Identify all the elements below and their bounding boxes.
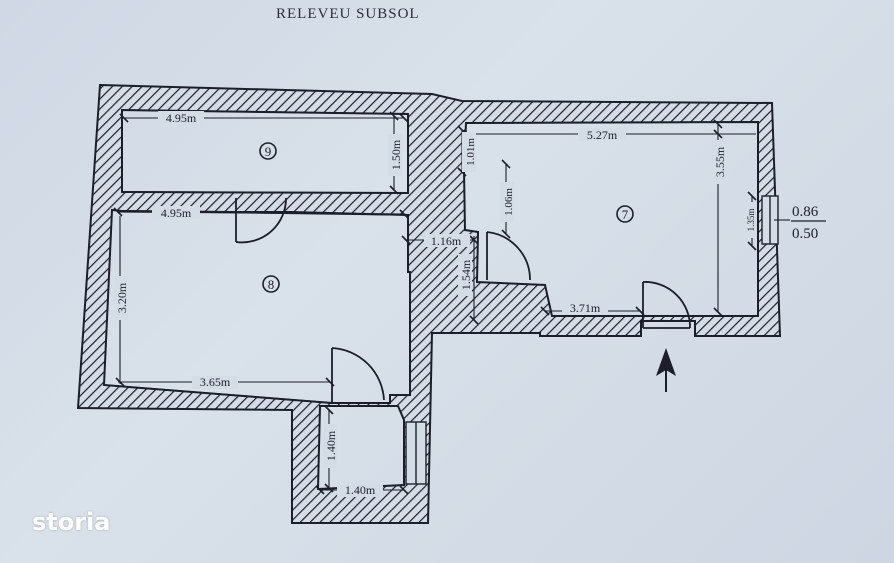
dimension-ticks <box>113 111 757 495</box>
door-room-9-8 <box>235 197 287 244</box>
window-ratio-bottom: 0.50 <box>792 226 818 242</box>
room-8-label: 8 <box>268 277 275 292</box>
dim-passage-depth: 1.54m <box>459 259 473 290</box>
dim-room9-width: 4.95m <box>166 111 197 125</box>
room-9-circle <box>259 142 277 160</box>
door-room-7-inner <box>486 231 531 281</box>
room-7-label: 7 <box>622 207 629 222</box>
dim-room8-depth: 3.20m <box>115 282 129 313</box>
plan-title: RELEVEU SUBSOL <box>276 6 420 22</box>
dim-room7-depth: 3.55m <box>713 146 727 177</box>
dim-room7-bottom: 3.71m <box>570 301 601 315</box>
dim-bath-depth: 1.40m <box>324 430 338 461</box>
doors <box>235 197 691 403</box>
door-room-7-entrance <box>642 281 691 329</box>
walls <box>76 83 782 524</box>
dim-room8-width: 4.95m <box>161 206 192 220</box>
door-room-8-bath <box>331 347 385 403</box>
dim-window-width: 1.35m <box>746 209 756 232</box>
dim-room7-width: 5.27m <box>587 128 618 142</box>
room-markers: 9 8 7 <box>259 142 634 293</box>
dim-niche-depth: 1.01m <box>465 138 477 166</box>
dim-room8-bottom: 3.65m <box>200 375 231 389</box>
room-9-label: 9 <box>265 144 272 159</box>
window-ratio-top: 0.86 <box>792 204 819 220</box>
window-ratio: 0.86 0.50 <box>774 204 826 242</box>
dim-passage-length: 1.16m <box>431 234 462 248</box>
storia-logo: storia <box>32 508 111 536</box>
dimension-labels: 4.95m 1.50m 4.95m 3.20m 3.65m 1.40m 1.40… <box>114 111 756 497</box>
dim-passage-width: 1.06m <box>503 188 515 216</box>
dim-bath-width: 1.40m <box>345 483 376 497</box>
room-8-circle <box>262 275 280 293</box>
room-7-circle <box>616 205 634 223</box>
entrance-arrow-icon <box>656 348 676 392</box>
dim-room9-depth: 1.50m <box>389 139 403 170</box>
